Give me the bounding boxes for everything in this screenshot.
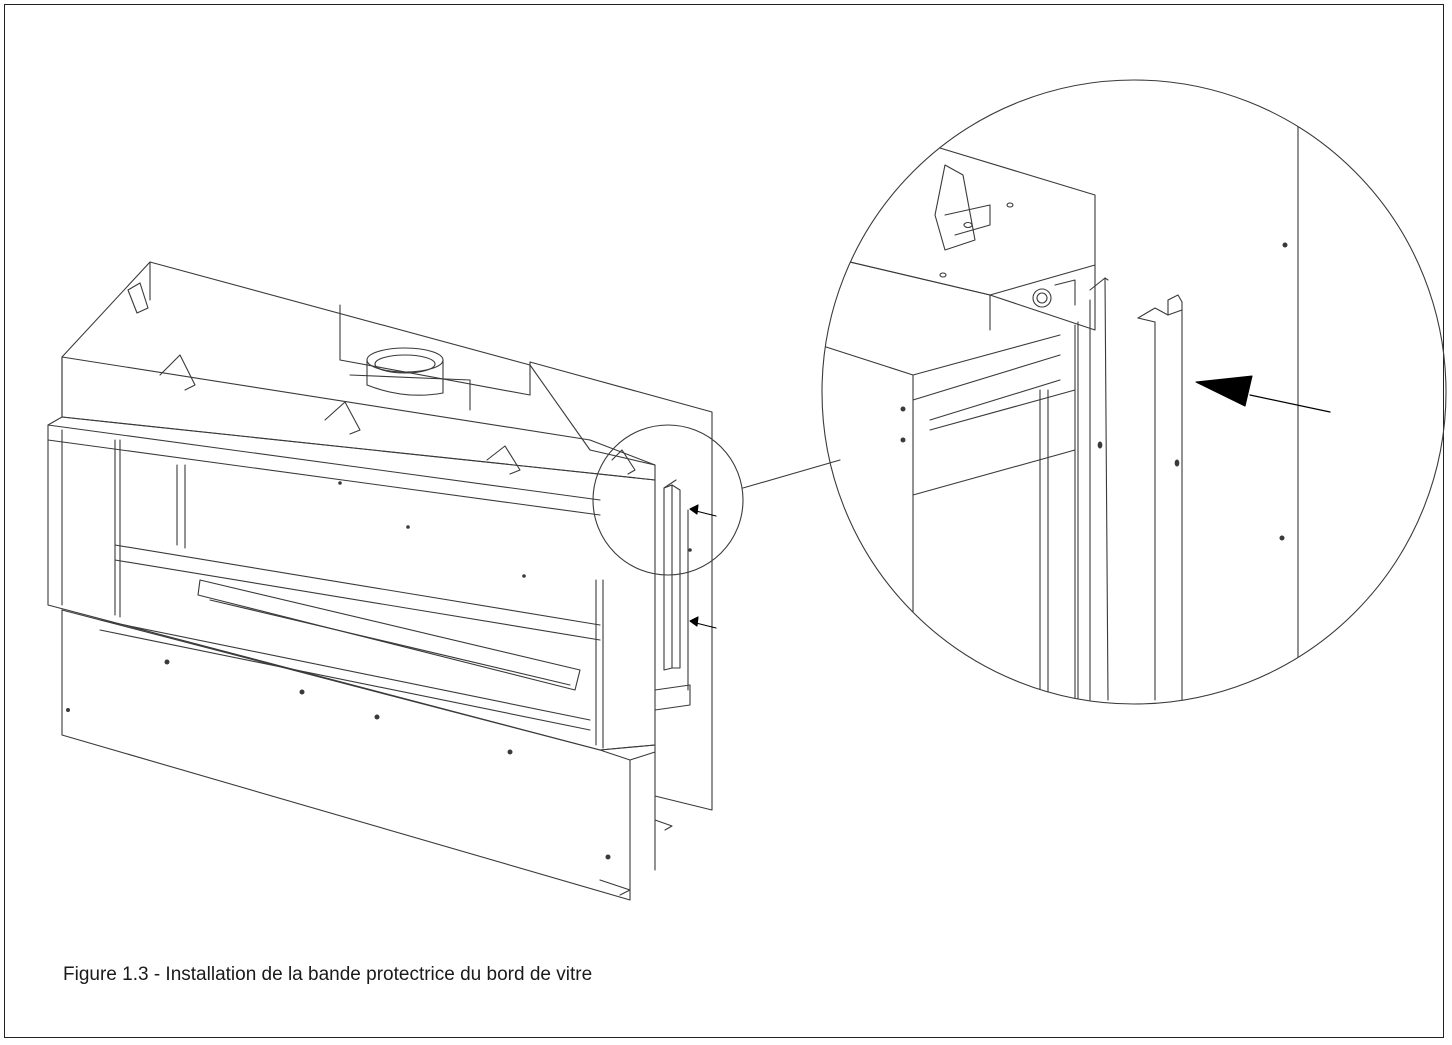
detail-callout-small xyxy=(592,424,744,576)
flue-collar xyxy=(349,347,471,411)
lower-panel xyxy=(61,609,631,901)
fireplace-unit xyxy=(47,261,713,901)
rivets xyxy=(66,481,692,860)
strip-arrows xyxy=(689,504,717,629)
burner-rails xyxy=(99,579,591,731)
edge-strip xyxy=(663,479,689,691)
arrow-left-icon xyxy=(1195,375,1331,413)
detail-callout-large xyxy=(821,79,1447,705)
figure-frame xyxy=(4,4,1444,1038)
top-brackets xyxy=(127,282,636,475)
leader-line xyxy=(742,459,841,489)
figure-caption: Figure 1.3 - Installation de la bande pr… xyxy=(63,964,593,985)
back-panel xyxy=(529,361,713,811)
detail-view xyxy=(822,109,1299,701)
